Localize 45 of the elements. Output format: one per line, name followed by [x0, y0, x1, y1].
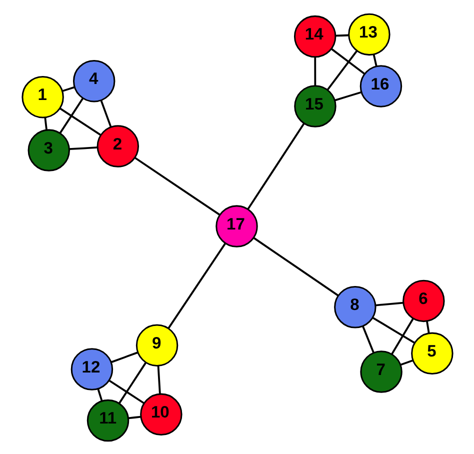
node-circle: 9: [135, 324, 178, 366]
connector: [58, 97, 84, 134]
connector: [326, 50, 357, 90]
node-circle: 6: [402, 279, 444, 322]
connector: [96, 388, 102, 401]
connector: [372, 316, 415, 344]
connector: [44, 116, 48, 130]
node-circle: 1: [21, 76, 64, 118]
connector: [330, 48, 364, 74]
node-circle: 12: [70, 348, 113, 390]
connector: [128, 415, 140, 419]
connector: [314, 56, 316, 86]
node-circle: 5: [410, 332, 453, 374]
connector: [426, 320, 430, 333]
connector: [372, 54, 377, 66]
node-circle: 13: [348, 12, 390, 56]
connector: [362, 325, 374, 353]
connector: [334, 90, 362, 101]
connector: [68, 146, 98, 150]
connector: [400, 359, 412, 366]
connector: [252, 236, 338, 296]
connector: [58, 106, 100, 136]
connector: [390, 317, 414, 354]
node-circle: 7: [360, 350, 402, 392]
connector: [134, 156, 220, 216]
connector: [335, 34, 348, 36]
connector: [108, 379, 144, 404]
node-circle: 4: [72, 60, 115, 102]
node-circle: 10: [140, 392, 182, 436]
node-circle: 8: [334, 286, 376, 328]
connector: [110, 351, 138, 363]
connector: [375, 301, 403, 306]
connector: [246, 122, 304, 210]
connector: [167, 242, 226, 328]
connector: [62, 86, 74, 92]
node-circle: 17: [215, 204, 258, 247]
connector: [100, 99, 112, 127]
node-circle: 16: [359, 64, 402, 107]
connector: [118, 361, 146, 404]
node-circle: 14: [293, 14, 336, 58]
node-circle: 11: [86, 398, 129, 442]
connector: [156, 365, 160, 394]
node-circle: 3: [27, 128, 70, 171]
node-circle: 15: [294, 84, 336, 127]
node-circle: 2: [96, 124, 139, 167]
